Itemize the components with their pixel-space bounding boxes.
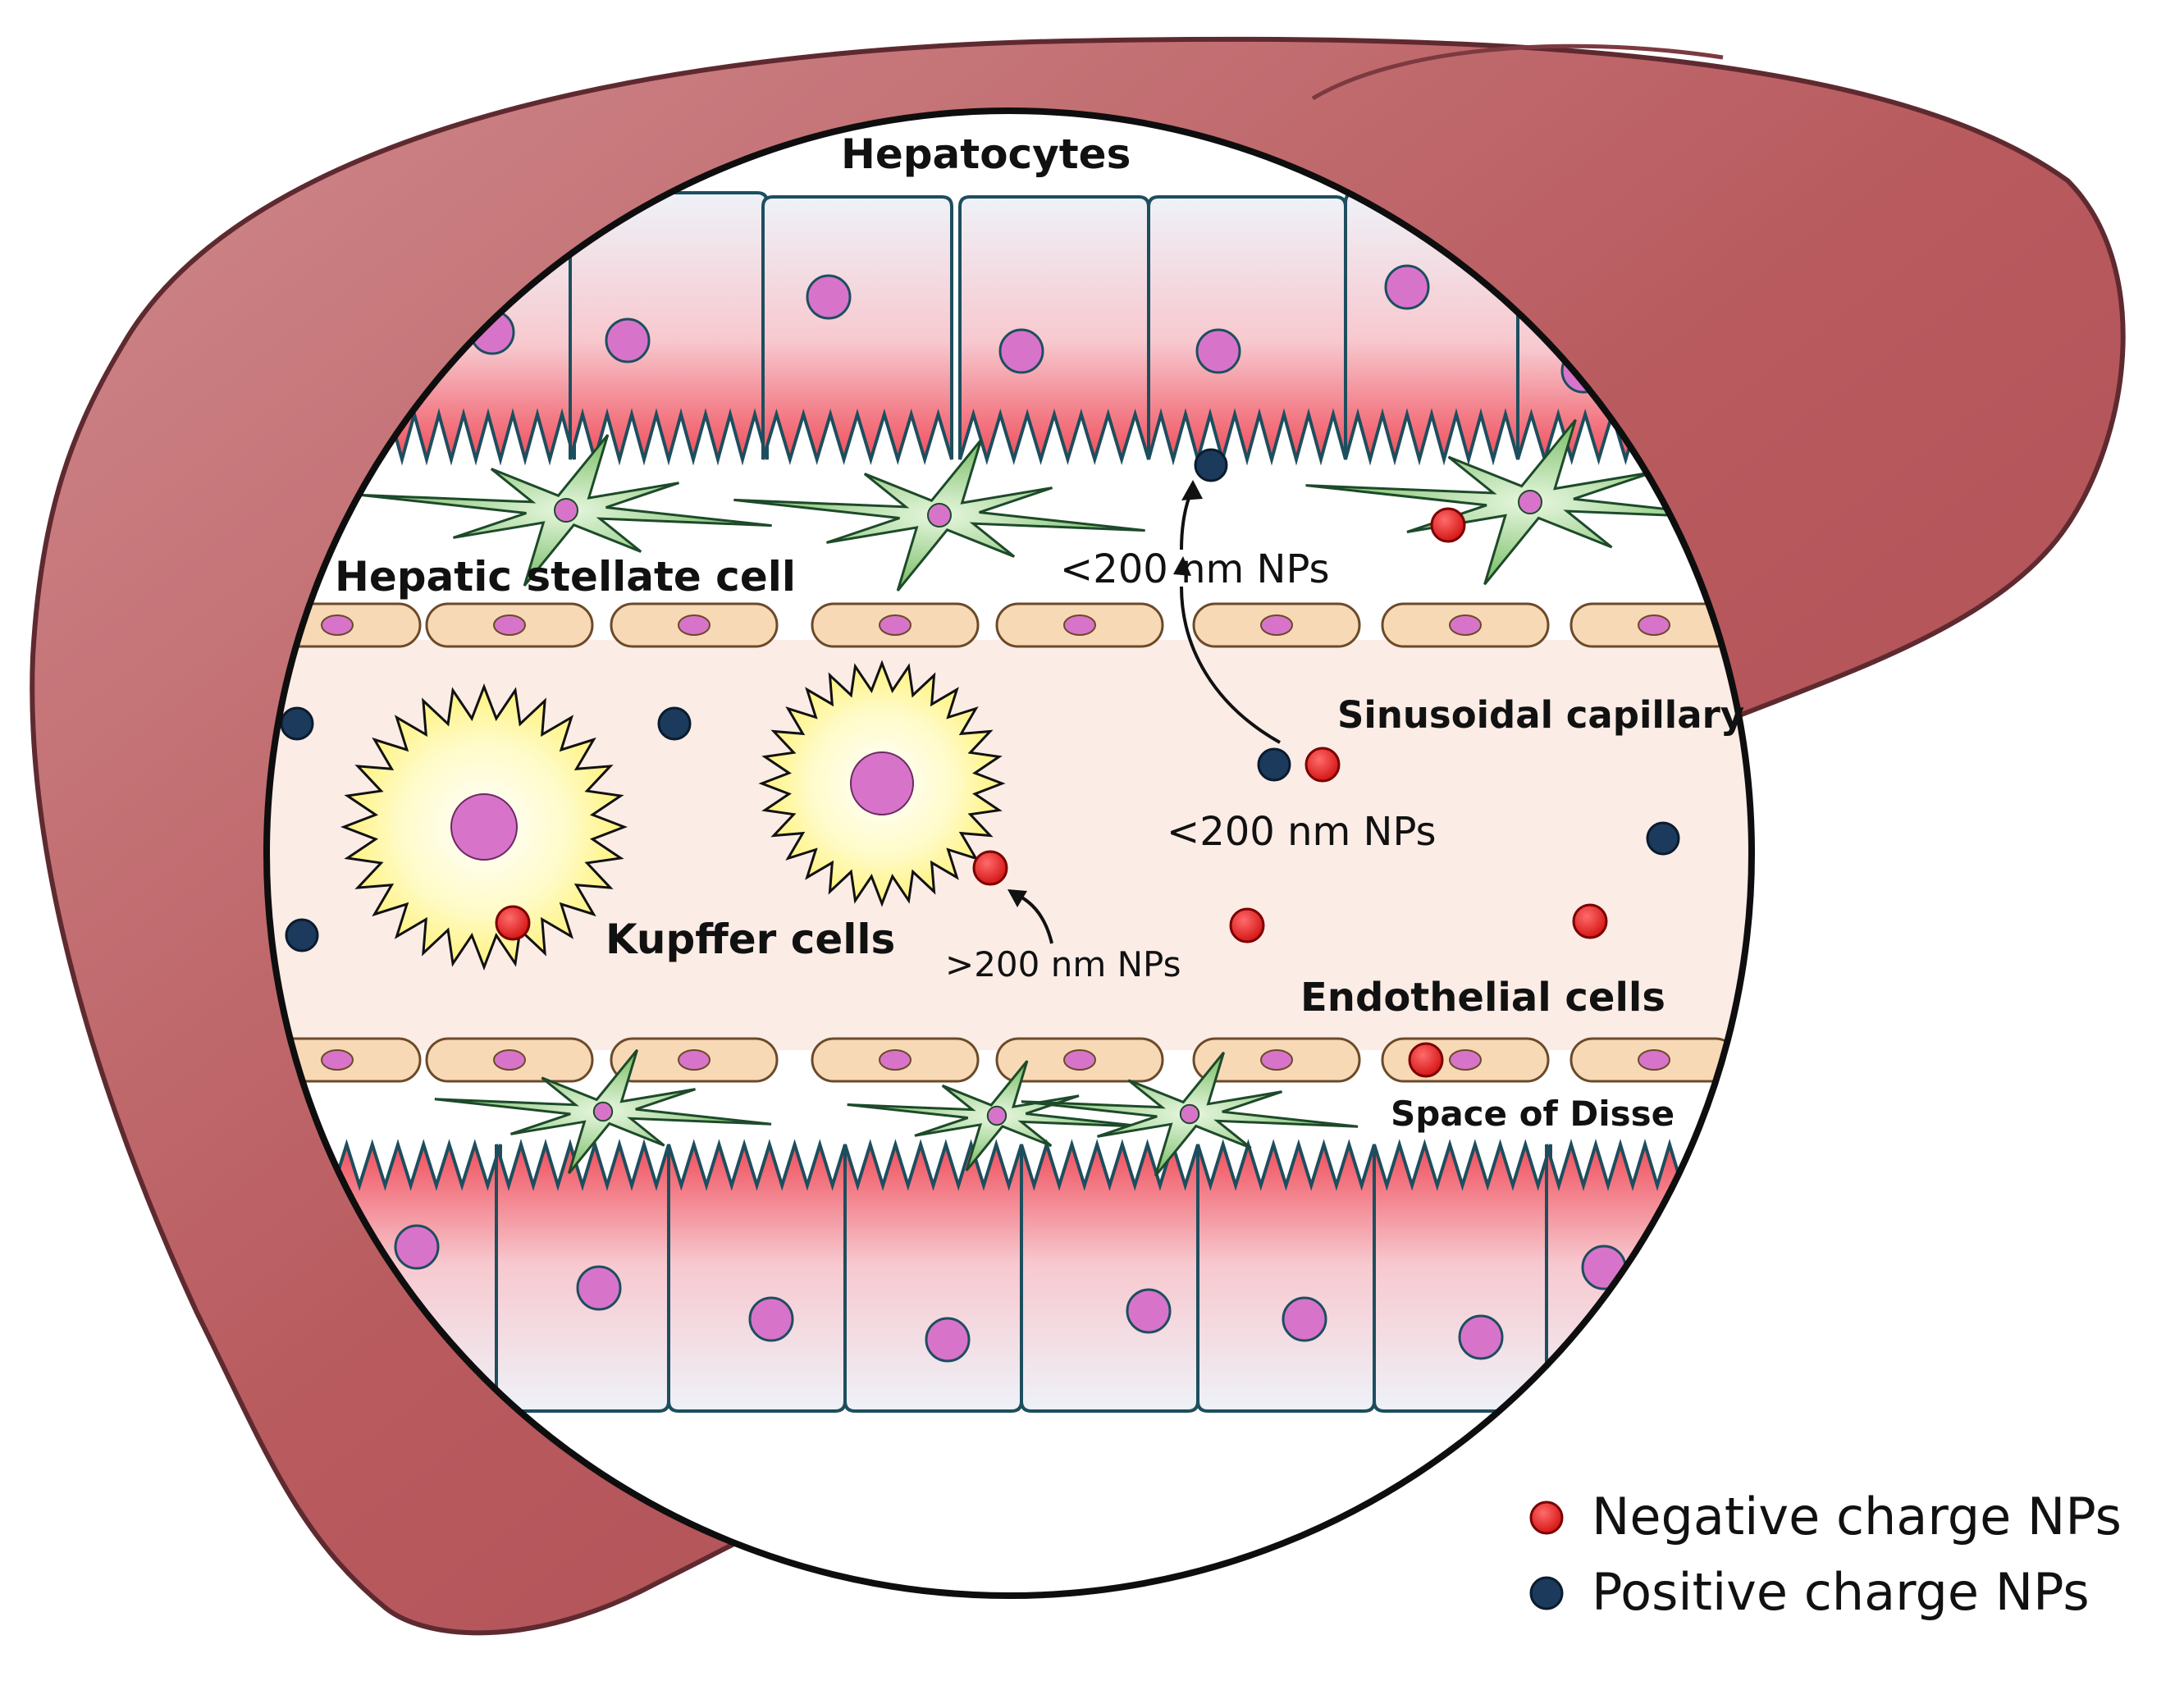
label-np-small-mid: <200 nm NPs [1167,809,1437,855]
hepatocyte [843,1139,1023,1413]
negative-np-legend-icon [1529,1500,1564,1535]
endothelial-nucleus [879,614,912,636]
endothelial-nucleus [321,1049,354,1071]
kupffer-nucleus [450,793,518,861]
hepatocyte-nucleus [925,1317,971,1363]
hepatocyte-nucleus [394,1224,440,1270]
negative-np [1408,1042,1444,1078]
arrow-to-hepatocyte [1180,586,1281,744]
hepatocyte-nucleus [1384,264,1430,310]
hepatocyte [1020,1139,1199,1413]
stellate-nucleus [927,503,952,528]
endothelial-nucleus [1449,1049,1482,1071]
stellate-cells [360,418,1752,1177]
endothelial-row-bottom [267,1037,1921,1083]
negative-np [1304,747,1341,783]
endothelial-row-top [267,602,1739,648]
hepatocyte-nucleus [576,1265,622,1311]
stellate-nucleus [592,1101,614,1122]
negative-np [1572,903,1608,939]
hepatocyte-nucleus [1195,328,1241,374]
positive-np-legend-icon [1529,1576,1564,1610]
kupffer-cells [340,660,1006,971]
positive-np [1646,821,1680,856]
positive-np [285,918,319,952]
endothelial-nucleus [1823,1050,1854,1070]
label-stellate: Hepatic stellate cell [335,553,796,601]
label-kupffer: Kupffer cells [605,916,895,963]
labels: Hepatocytes Hepatic stellate cell <200 n… [335,130,1744,1134]
endothelial-nucleus [493,614,526,636]
positive-np [280,706,314,741]
endothelial-nucleus [1063,614,1096,636]
endothelial-nucleus [678,614,710,636]
hepatocyte [1196,1139,1376,1413]
label-np-large: >200 nm NPs [945,944,1181,984]
hepatocyte [1147,195,1347,466]
stellate-nucleus [1518,490,1542,514]
legend: Negative charge NPs Positive charge NPs [1529,1487,2122,1622]
negative-np [1229,907,1265,943]
label-disse: Space of Disse [1391,1094,1675,1134]
negative-np [495,905,531,941]
endothelial-nucleus [879,1049,912,1071]
hepatocyte-nucleus [748,1296,794,1342]
arrowheads [1007,480,1203,907]
positive-np [1257,747,1291,782]
hepatocyte-nucleus [605,317,651,363]
hepatocyte [1545,1139,1720,1413]
label-hepatocytes: Hepatocytes [841,130,1131,178]
legend-negative: Negative charge NPs [1592,1487,2122,1546]
hepatocyte [1373,1139,1552,1413]
endothelial-nucleus [678,1049,710,1071]
hepatocyte [667,1139,847,1413]
endothelial-nucleus [1638,1049,1670,1071]
hepatocyte-nucleus [806,274,852,320]
endothelial-nucleus [1260,1049,1293,1071]
label-sinusoidal: Sinusoidal capillary [1337,693,1744,737]
hepatocyte [1717,1139,1752,1413]
endothelial-nucleus [1260,614,1293,636]
hepatocyte-nucleus [1282,1296,1327,1342]
hepatocyte-row-bottom [294,1139,1806,1413]
nanoparticles [280,448,1680,1078]
hepatocyte [761,195,953,465]
positive-np [1194,448,1228,482]
endothelial-nucleus [1638,614,1670,636]
endothelial-nucleus [1063,1049,1096,1071]
endothelial-cell [1756,1039,1921,1081]
negative-np [972,850,1008,886]
hepatocyte-nucleus [1126,1288,1172,1334]
hepatocyte-nucleus [1458,1314,1504,1360]
negative-np [1430,507,1466,543]
stellate-nucleus [986,1105,1007,1126]
kupffer-nucleus [850,751,914,815]
stellate-nucleus [554,498,578,523]
hepatocyte-nucleus [998,328,1044,374]
positive-np [657,706,692,741]
endothelial-nucleus [493,1049,526,1071]
endothelial-nucleus [321,614,354,636]
stellate-nucleus [1179,1103,1200,1125]
hepatocyte-nucleus [1763,1260,1806,1303]
legend-positive: Positive charge NPs [1592,1562,2090,1622]
label-endothelial: Endothelial cells [1300,975,1665,1021]
endothelial-nucleus [1449,614,1482,636]
label-np-small-top: <200 nm NPs [1060,546,1330,592]
